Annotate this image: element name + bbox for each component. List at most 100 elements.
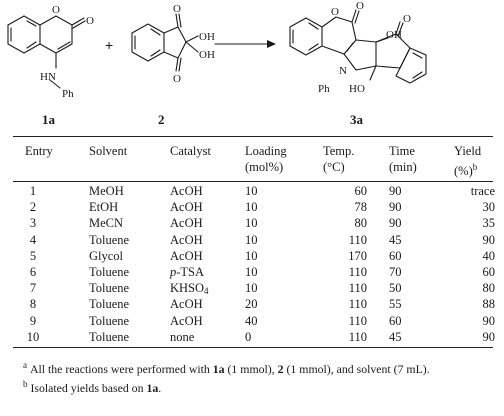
cell-entry: 4	[29, 232, 37, 247]
header-catalyst: Catalyst	[170, 144, 211, 158]
cell-loading: 10	[245, 281, 258, 296]
cell-temp: 110	[348, 329, 367, 344]
footnote-a-text-3: (1 mmol), and solvent (7 mL).	[283, 362, 430, 376]
cell-yield: 35	[482, 216, 496, 231]
table-top-rule	[13, 136, 493, 137]
cell-solvent: Toluene	[89, 281, 130, 296]
cell-loading: 10	[245, 232, 258, 247]
cell-temp: 110	[348, 281, 367, 296]
header-temp-label: Temp.	[323, 144, 355, 158]
footnote-b-compound-1a: 1a	[146, 380, 159, 395]
cell-time: 90	[389, 184, 402, 198]
cell-loading: 40	[245, 313, 258, 328]
structure-2	[131, 13, 199, 72]
compound-2-label: 2	[158, 112, 165, 127]
compound-3a-label: 3a	[350, 112, 364, 127]
cell-yield: 90	[482, 313, 496, 328]
compound-1a-label: 1a	[42, 112, 56, 127]
cell-catalyst: AcOH	[170, 313, 203, 328]
cell-solvent: Toluene	[89, 232, 130, 247]
cell-time: 60	[389, 313, 402, 328]
header-entry: Entry	[25, 144, 53, 158]
cell-yield: 40	[482, 248, 496, 263]
3a-oh-label: OH	[386, 29, 402, 41]
table-footnotes: a All the reactions were performed with …	[13, 358, 495, 395]
2-bottom-oxygen: O	[173, 73, 181, 85]
cell-time: 45	[389, 232, 402, 247]
cell-time: 50	[389, 281, 402, 296]
1a-ph-label: Ph	[62, 88, 74, 100]
cell-yield: 90	[482, 232, 496, 247]
footnote-a-compound-2: 2	[277, 362, 284, 376]
cell-catalyst: AcOH	[170, 216, 203, 231]
header-solvent: Solvent	[89, 144, 128, 158]
cell-time: 45	[389, 329, 402, 344]
results-table: Entry Solvent Catalyst Loading (mol%) Te…	[13, 136, 496, 348]
cell-temp: 78	[354, 200, 368, 215]
header-time-label: Time	[389, 144, 415, 158]
2-oh-label-2: OH	[199, 49, 215, 61]
cell-yield: 80	[482, 281, 496, 296]
2-top-oxygen: O	[173, 3, 181, 15]
reaction-arrowhead	[267, 40, 276, 48]
3a-ph-label: Ph	[318, 83, 330, 95]
cell-catalyst: AcOH	[170, 232, 203, 247]
plus-sign: +	[105, 37, 113, 53]
footnote-a-compound-1a: 1a	[212, 362, 225, 376]
cell-loading: 10	[245, 248, 258, 263]
cell-entry: 3	[29, 216, 37, 231]
cell-time: 55	[389, 297, 402, 312]
cell-time: 70	[389, 264, 402, 279]
footnote-a-text-1: All the reactions were performed with	[29, 362, 213, 376]
1a-carbonyl-oxygen: O	[86, 15, 94, 27]
cell-time: 60	[389, 248, 402, 263]
cell-loading: 20	[245, 297, 258, 312]
cell-solvent: MeCN	[89, 216, 124, 231]
cell-catalyst: AcOH	[170, 248, 203, 263]
3a-n-label: N	[339, 65, 347, 77]
cell-temp: 110	[348, 264, 367, 279]
cell-loading: 10	[245, 184, 258, 198]
cell-entry: 8	[29, 297, 37, 312]
1a-nh-label: HN	[40, 71, 56, 83]
cell-yield: 30	[482, 200, 496, 215]
header-temp: Temp. (°C)	[323, 143, 354, 175]
cell-solvent: Toluene	[89, 264, 130, 279]
cell-entry: 2	[29, 200, 37, 215]
cell-catalyst: AcOH	[170, 297, 203, 312]
cell-catalyst: AcOH	[170, 200, 203, 215]
structure-1a	[7, 15, 86, 89]
header-loading-unit: (mol%)	[245, 160, 284, 174]
cell-solvent: Toluene	[89, 313, 130, 328]
cell-loading: 10	[245, 264, 258, 279]
cell-entry: 7	[29, 281, 37, 296]
header-yield-unit: (%)	[454, 164, 473, 178]
cell-loading: 10	[245, 200, 258, 215]
table-bottom-rule	[13, 346, 493, 348]
reaction-scheme: O O HN Ph 1a + O O OH OH 2 O O O OH N Ph…	[0, 0, 504, 132]
cell-time: 90	[389, 200, 402, 215]
cell-entry: 5	[29, 248, 37, 263]
reaction-scheme-drawing: O O HN Ph 1a + O O OH OH 2 O O O OH N Ph…	[7, 0, 427, 127]
cell-solvent: Toluene	[89, 297, 130, 312]
cell-catalyst: AcOH	[170, 184, 203, 198]
cell-entry: 1	[29, 184, 37, 198]
3a-carbonyl-oxygen: O	[356, 0, 364, 12]
cell-temp: 60	[354, 184, 368, 198]
header-loading: Loading (mol%)	[245, 143, 287, 175]
cell-yield: 88	[482, 297, 496, 312]
3a-ho-label: HO	[349, 83, 365, 95]
header-temp-unit: (°C)	[323, 160, 345, 174]
2-oh-label-1: OH	[199, 31, 215, 43]
cell-catalyst: none	[170, 329, 195, 344]
cell-temp: 110	[348, 232, 367, 247]
cell-solvent: Toluene	[89, 329, 130, 344]
table-header-rule	[13, 181, 493, 182]
